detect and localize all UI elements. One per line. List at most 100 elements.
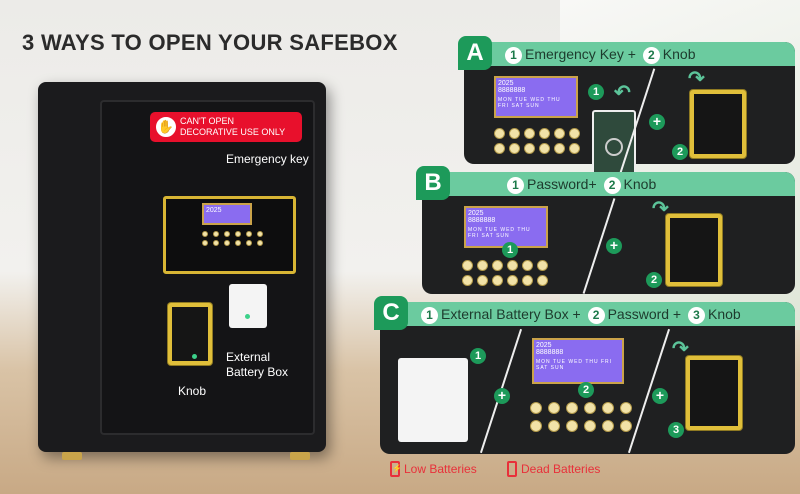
no-hand-icon: ✋ <box>154 115 178 139</box>
key[interactable] <box>524 128 535 139</box>
safe-foot <box>290 452 310 460</box>
key[interactable] <box>530 420 542 432</box>
warning-label: ✋ CAN'T OPEN DECORATIVE USE ONLY <box>150 112 302 142</box>
key[interactable] <box>462 260 473 271</box>
legend-label: Dead Batteries <box>521 462 601 476</box>
step-label: Knob <box>708 306 741 322</box>
method-a-badge: A <box>458 36 492 70</box>
key[interactable] <box>620 420 632 432</box>
lcd-days: MON TUE WED THU FRI SAT SUN <box>536 359 613 371</box>
curved-arrow-icon: ↷ <box>652 198 669 220</box>
key[interactable] <box>202 240 208 246</box>
key[interactable] <box>554 128 565 139</box>
key[interactable] <box>224 231 230 237</box>
key[interactable] <box>566 420 578 432</box>
step-label: External Battery Box + <box>441 306 581 322</box>
step-marker: 1 <box>588 84 604 100</box>
key[interactable] <box>224 240 230 246</box>
key[interactable] <box>584 420 596 432</box>
key[interactable] <box>246 240 252 246</box>
dead-battery-icon <box>507 461 517 477</box>
step-marker: 2 <box>672 144 688 160</box>
step-number: 2 <box>603 177 621 194</box>
external-battery-box[interactable] <box>229 284 267 328</box>
legend-label: Low Batteries <box>404 462 477 476</box>
method-c-badge: C <box>374 296 408 330</box>
key[interactable] <box>492 275 503 286</box>
key[interactable] <box>537 260 548 271</box>
key[interactable] <box>477 260 488 271</box>
keypad <box>462 260 548 286</box>
legend-dead-batteries: Dead Batteries <box>507 461 600 477</box>
keypad <box>202 231 263 246</box>
key[interactable] <box>539 128 550 139</box>
key[interactable] <box>257 231 263 237</box>
key[interactable] <box>602 420 614 432</box>
key[interactable] <box>537 275 548 286</box>
key[interactable] <box>494 143 505 154</box>
marker-dot <box>192 354 197 359</box>
knob-label: Knob <box>178 384 207 398</box>
step-number: 1 <box>507 177 524 194</box>
key[interactable] <box>530 402 542 414</box>
lcd-days: MON TUE WED THU FRI SAT SUN <box>468 227 531 239</box>
safe-foot <box>62 452 82 460</box>
key[interactable] <box>522 275 533 286</box>
key[interactable] <box>566 402 578 414</box>
key[interactable] <box>462 275 473 286</box>
battery-label-line-1: External <box>226 350 271 364</box>
keypad-panel: 2025 <box>163 196 296 274</box>
keypad <box>494 128 580 154</box>
key[interactable] <box>584 402 596 414</box>
curved-arrow-icon: ↶ <box>614 82 631 104</box>
key[interactable] <box>246 231 252 237</box>
key[interactable] <box>548 402 560 414</box>
key[interactable] <box>213 240 219 246</box>
key[interactable] <box>509 143 520 154</box>
lcd-digits: 8888888 <box>536 349 564 356</box>
key[interactable] <box>522 260 533 271</box>
step-number: 2 <box>642 47 660 64</box>
lcd-year: 2025 <box>536 342 552 349</box>
key[interactable] <box>524 143 535 154</box>
step-marker: 3 <box>668 422 684 438</box>
key[interactable] <box>620 402 632 414</box>
key[interactable] <box>235 240 241 246</box>
knob-image <box>666 214 722 286</box>
key[interactable] <box>257 240 263 246</box>
key[interactable] <box>602 402 614 414</box>
legend-low-batteries: ⚡ Low Batteries <box>390 461 477 477</box>
step-marker: 1 <box>502 242 518 258</box>
method-b-badge: B <box>416 166 450 200</box>
key[interactable] <box>492 260 503 271</box>
lcd-days: MON TUE WED THU FRI SAT SUN <box>498 97 561 109</box>
safe-knob[interactable] <box>168 303 212 365</box>
step-number: 2 <box>587 307 605 324</box>
lcd-year: 2025 <box>468 210 484 217</box>
key[interactable] <box>202 231 208 237</box>
key[interactable] <box>569 143 580 154</box>
lcd-digits: 8888888 <box>468 217 496 224</box>
external-battery-box <box>398 358 468 442</box>
step-label: Emergency Key + <box>525 46 636 62</box>
key[interactable] <box>548 420 560 432</box>
key[interactable] <box>539 143 550 154</box>
key[interactable] <box>213 231 219 237</box>
key[interactable] <box>507 275 518 286</box>
keypad <box>530 402 632 432</box>
page-title: 3 WAYS TO OPEN YOUR SAFEBOX <box>22 30 398 55</box>
key[interactable] <box>554 143 565 154</box>
key[interactable] <box>494 128 505 139</box>
key[interactable] <box>569 128 580 139</box>
plus-icon: + <box>652 388 668 404</box>
step-label: Password+ <box>527 176 597 192</box>
key[interactable] <box>477 275 488 286</box>
key[interactable] <box>235 231 241 237</box>
key[interactable] <box>509 128 520 139</box>
lcd-digits: 8888888 <box>498 87 526 94</box>
key[interactable] <box>507 260 518 271</box>
